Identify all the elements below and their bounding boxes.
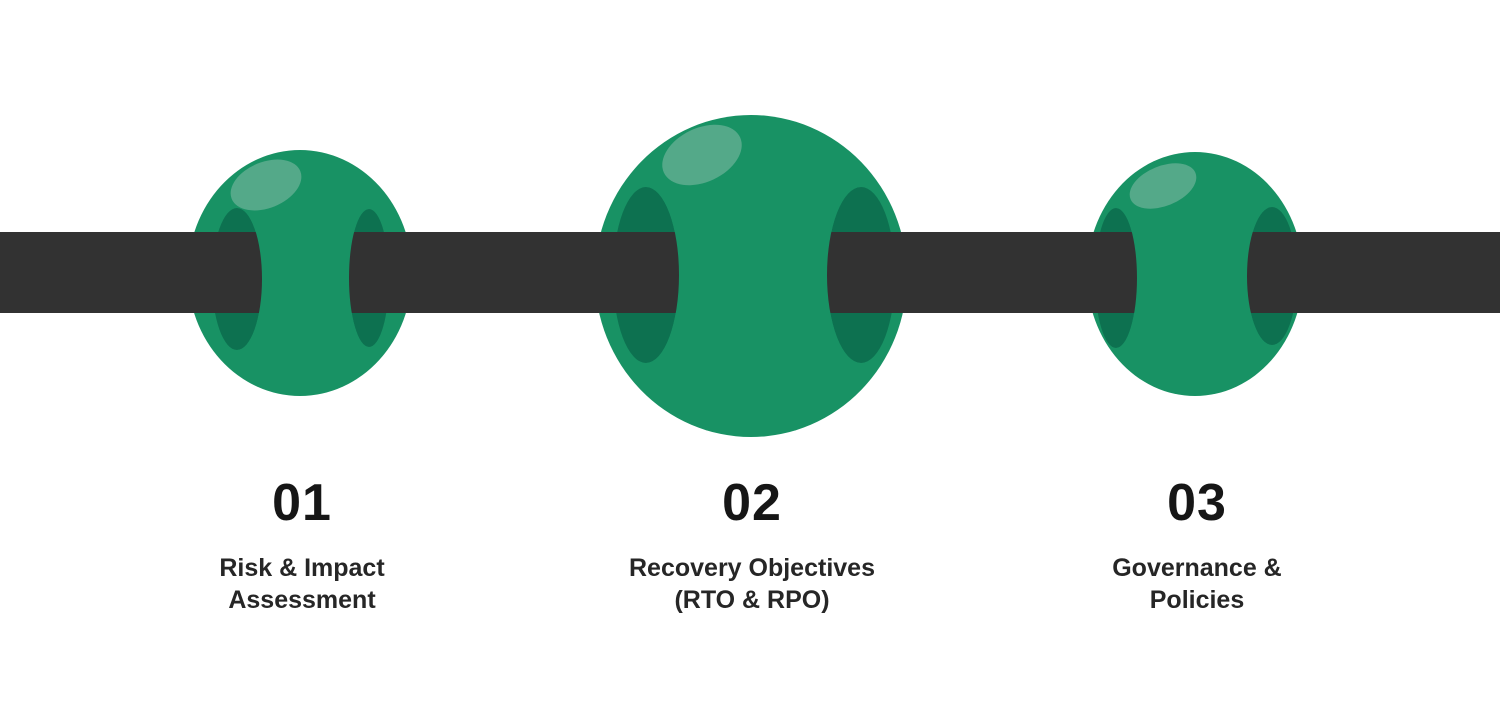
step-2: 02 Recovery Objectives (RTO & RPO) — [532, 477, 972, 616]
bead-1-highlight-icon — [230, 159, 302, 211]
step-1-label: Risk & Impact Assessment — [82, 552, 522, 616]
step-1-label-line-1: Risk & Impact — [219, 554, 385, 582]
step-3-label-line-2: Policies — [1149, 586, 1245, 614]
step-2-label-line-1: Recovery Objectives — [629, 554, 875, 582]
bead-2-barrel — [646, 187, 861, 363]
step-3-number: 03 — [1167, 474, 1227, 532]
bead-3-highlight-icon — [1129, 163, 1197, 209]
step-3: 03 Governance & Policies — [977, 477, 1417, 616]
step-3-label-line-1: Governance & — [1112, 554, 1282, 582]
bead-1-barrel — [237, 208, 369, 350]
step-1-label-line-2: Assessment — [228, 586, 376, 614]
step-1-number: 01 — [272, 474, 332, 532]
step-3-label: Governance & Policies — [977, 552, 1417, 616]
step-2-label-line-2: (RTO & RPO) — [674, 586, 830, 614]
step-1: 01 Risk & Impact Assessment — [82, 477, 522, 616]
step-2-number: 02 — [722, 474, 782, 532]
bead-3-barrel — [1116, 207, 1272, 348]
bead-2-highlight-icon — [662, 124, 742, 186]
step-2-label: Recovery Objectives (RTO & RPO) — [532, 552, 972, 616]
